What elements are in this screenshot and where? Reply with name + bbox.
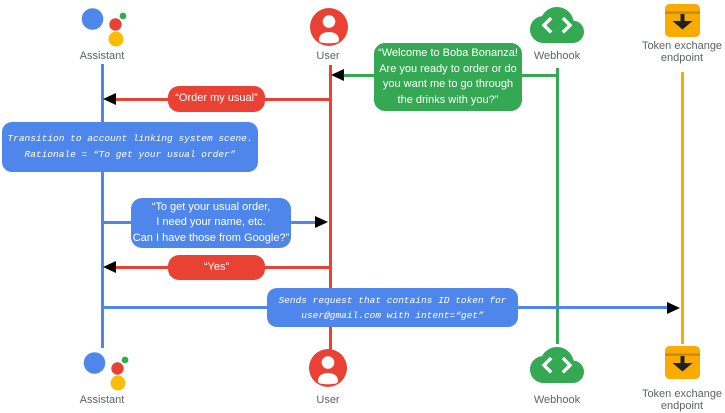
assistant-icon [83, 352, 129, 391]
arrow-get-order-head-right-icon [315, 215, 328, 228]
token-endpoint-label-bottom: Token exchange endpoint [641, 388, 723, 412]
arrow-order-usual-head-left-icon [103, 92, 116, 105]
user-label-top: User [316, 50, 340, 62]
webhook-label-bottom: Webhook [533, 394, 581, 406]
user-label-bottom: User [316, 394, 340, 406]
webhook-label-top: Webhook [533, 50, 581, 62]
arrow-yes-head-left-icon [103, 261, 116, 273]
webhook-icon [530, 347, 584, 383]
user-lifeline [328, 65, 332, 350]
speech-bubble-get-usual-order: “To get your usual order, I need your na… [131, 198, 291, 248]
assistant-lifeline [100, 64, 104, 348]
note-sends-request: Sends request that contains ID token for… [267, 288, 518, 327]
token-endpoint-lifeline [680, 72, 684, 344]
assistant-label-bottom: Assistant [79, 394, 125, 406]
speech-bubble-order-usual: “Order my usual” [168, 86, 265, 112]
webhook-lifeline [555, 68, 559, 344]
token-exchange-icon [665, 4, 700, 37]
webhook-icon [530, 7, 584, 43]
assistant-label-top: Assistant [79, 50, 125, 62]
arrow-send-request-head-right-icon [667, 301, 680, 314]
token-endpoint-label-top: Token exchange endpoint [641, 40, 723, 64]
speech-bubble-welcome: “Welcome to Boba Bonanza! Are you ready … [374, 43, 522, 111]
speech-bubble-yes: “Yes” [168, 255, 265, 280]
arrow-welcome-head-left-icon [331, 69, 344, 81]
user-icon [309, 349, 347, 387]
user-icon [310, 8, 348, 46]
note-transition-account-linking: Transition to account linking system sce… [2, 122, 258, 172]
assistant-icon [81, 8, 127, 47]
token-exchange-icon [665, 346, 700, 379]
